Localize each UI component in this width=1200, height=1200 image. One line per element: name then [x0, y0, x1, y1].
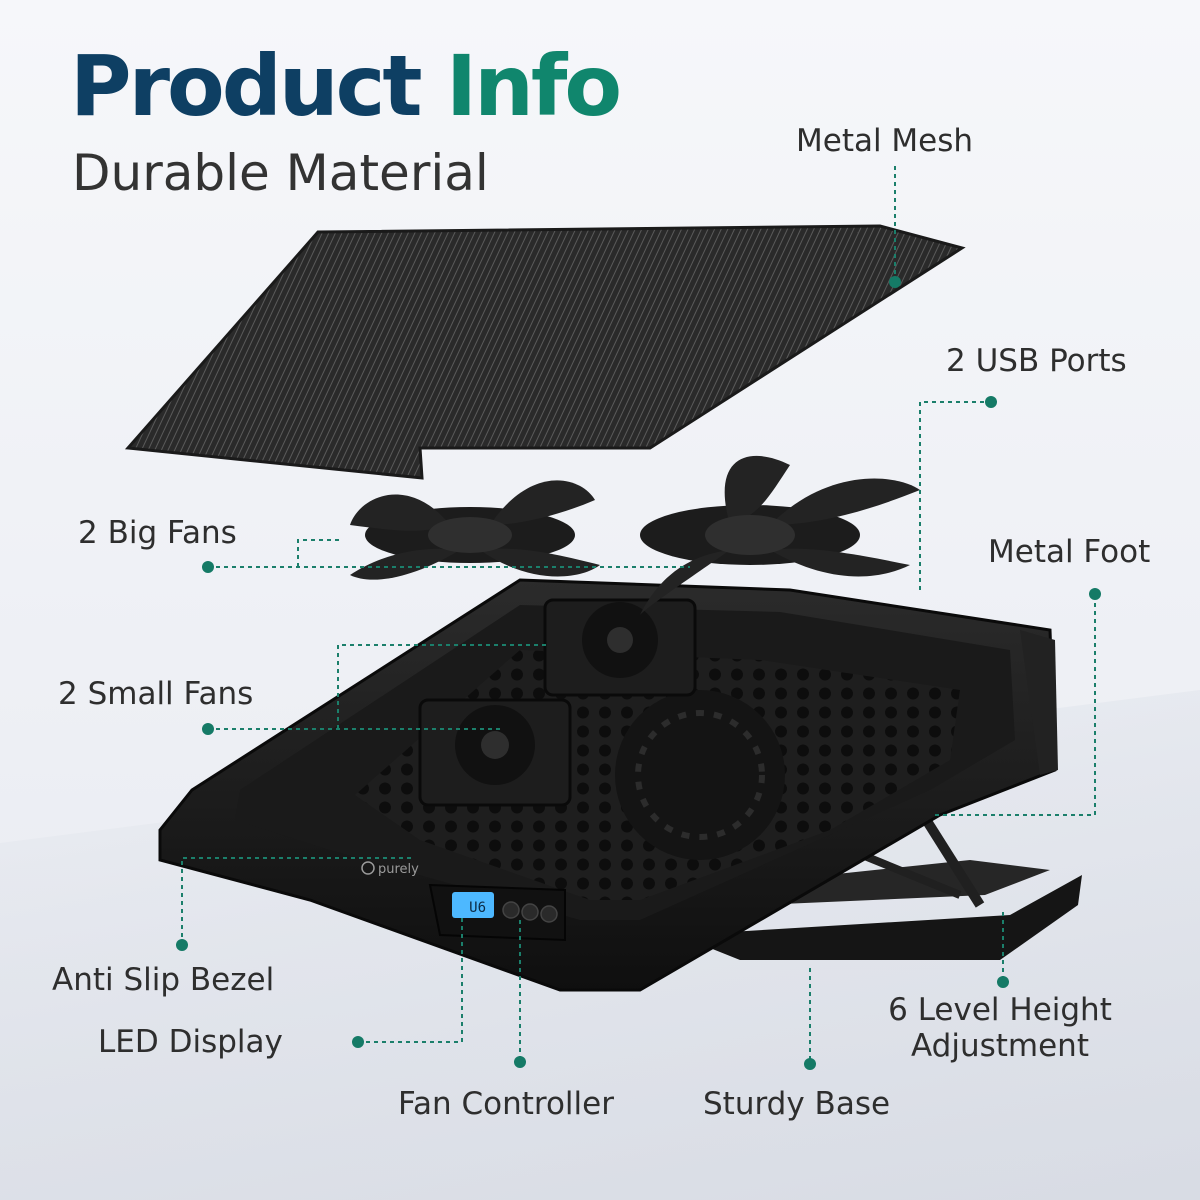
callout-led-display: LED Display: [98, 1024, 283, 1060]
callout-fan-controller: Fan Controller: [398, 1086, 614, 1122]
callout-anti-slip-bezel: Anti Slip Bezel: [52, 962, 275, 998]
big-fan-left: [350, 480, 600, 580]
control-panel: U6: [428, 883, 566, 942]
title-info: Info: [445, 37, 622, 135]
page-title: Product Info: [70, 44, 622, 128]
callout-metal-foot: Metal Foot: [988, 534, 1151, 570]
callout-usb-ports: 2 USB Ports: [946, 343, 1127, 379]
callout-height-adjustment-line2: Adjustment: [911, 1027, 1089, 1064]
small-fan-front: [418, 698, 572, 807]
cooling-pad-body: [158, 578, 1058, 992]
big-fan-right: [640, 455, 920, 615]
title-product: Product: [70, 37, 423, 135]
callout-small-fans: 2 Small Fans: [58, 676, 254, 712]
small-fan-rear: [543, 598, 697, 697]
callout-big-fans: 2 Big Fans: [78, 515, 237, 551]
callout-sturdy-base: Sturdy Base: [703, 1086, 891, 1122]
metal-mesh-sheet: [124, 224, 966, 480]
page-subtitle: Durable Material: [72, 144, 489, 202]
callout-metal-mesh: Metal Mesh: [796, 123, 974, 159]
brand-wordmark: purely: [378, 862, 419, 877]
led-display-value: U6: [469, 900, 486, 916]
callout-height-adjustment: 6 Level Height Adjustment: [880, 992, 1120, 1064]
brand-logo: purely: [361, 861, 419, 877]
leader-lines: [176, 166, 1101, 1070]
callout-height-adjustment-line1: 6 Level Height: [888, 992, 1112, 1028]
